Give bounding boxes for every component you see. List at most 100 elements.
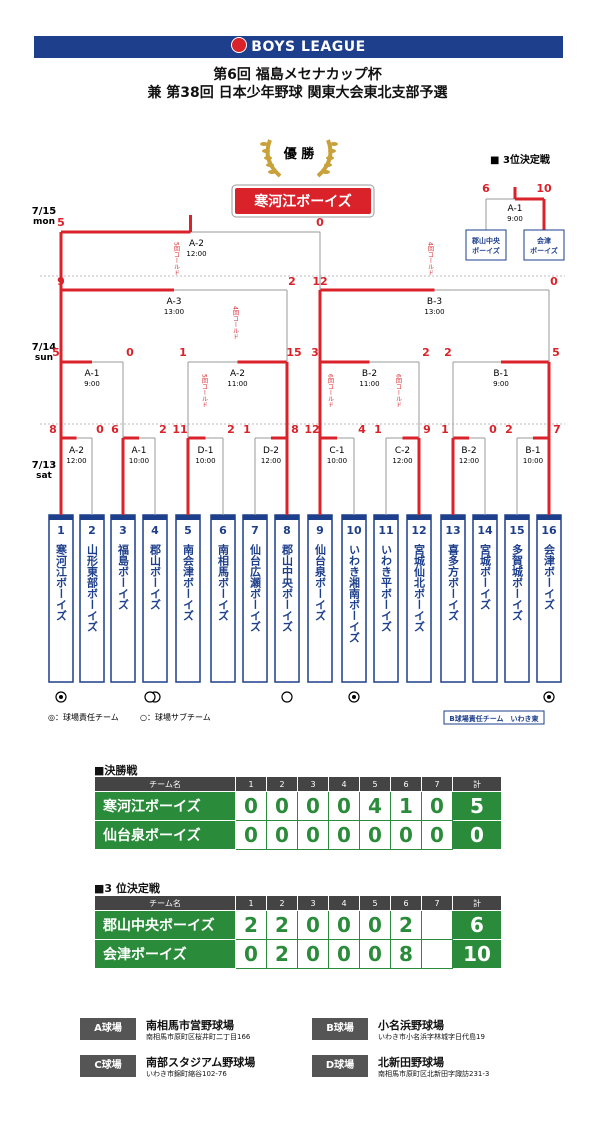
total-score: 10 bbox=[452, 939, 502, 969]
inning-score: 2 bbox=[390, 910, 422, 940]
venue-label: C球場 bbox=[80, 1055, 136, 1077]
header-inning: 6 bbox=[390, 895, 422, 911]
sub-team-icon bbox=[144, 691, 156, 703]
row-team: 寒河江ボーイズ bbox=[94, 791, 236, 821]
header-inning: 5 bbox=[359, 895, 391, 911]
row-team: 会津ボーイズ bbox=[94, 939, 236, 969]
game-time: 13:00 bbox=[164, 308, 184, 316]
score-left: 1 bbox=[441, 423, 449, 436]
game-time: 11:00 bbox=[359, 380, 379, 388]
team-number: 4 bbox=[151, 524, 159, 537]
game-code: A-3 bbox=[167, 297, 182, 307]
inning-score: 4 bbox=[359, 791, 391, 821]
team-name: 郡山ボーイズ bbox=[149, 544, 163, 610]
laurel-leaf-icon bbox=[268, 170, 276, 174]
tournament-bracket: 7/15mon7/14sun7/13sat1寒河江ボーイズ2山形東部ボーイズ3福… bbox=[32, 139, 565, 725]
inning-score: 0 bbox=[297, 791, 329, 821]
venue-address: いわき市小名浜字林城字日代島19 bbox=[378, 1033, 485, 1041]
venue-address: 南相馬市原町区桜井町二丁目166 bbox=[146, 1033, 251, 1041]
team-box bbox=[210, 514, 236, 683]
champion-box bbox=[233, 186, 373, 216]
team-number: 10 bbox=[346, 524, 362, 537]
game-time: 9:00 bbox=[84, 380, 100, 388]
game-time: 10:00 bbox=[129, 457, 149, 465]
venue-name: 小名浜野球場 bbox=[378, 1019, 444, 1032]
team-box bbox=[307, 514, 333, 683]
team-box-top bbox=[243, 515, 267, 520]
third-section-title: ■3 位決定戦 bbox=[94, 882, 160, 895]
game-code: A-2 bbox=[230, 369, 245, 379]
score-right: 0 bbox=[489, 423, 497, 436]
team-box-top bbox=[407, 515, 431, 520]
total-score: 6 bbox=[452, 910, 502, 940]
score-left: 6 bbox=[482, 182, 490, 195]
inning-score: 0 bbox=[359, 910, 391, 940]
row-team: 仙台泉ボーイズ bbox=[94, 820, 236, 850]
league-banner: BOYS LEAGUE bbox=[34, 36, 563, 58]
game-time: 12:00 bbox=[66, 457, 86, 465]
team-name: 仙台広瀬ボーイズ bbox=[249, 543, 262, 632]
team-box-top bbox=[211, 515, 235, 520]
team-box bbox=[48, 514, 74, 683]
score-right: 0 bbox=[96, 423, 104, 436]
final-section-title: ■決勝戦 bbox=[94, 764, 138, 777]
legend-b: B球場責任チーム いわき東 bbox=[449, 714, 539, 723]
header-inning: 5 bbox=[359, 776, 391, 792]
date-label: 7/15 bbox=[32, 206, 57, 217]
score-left: 12 bbox=[304, 423, 319, 436]
score-right: 9 bbox=[423, 423, 431, 436]
header-inning: 2 bbox=[266, 895, 298, 911]
inning-score: 0 bbox=[328, 939, 360, 969]
row-team: 郡山中央ボーイズ bbox=[94, 910, 236, 940]
inning-score: 0 bbox=[235, 820, 267, 850]
team-number: 14 bbox=[477, 524, 493, 537]
inning-score: 2 bbox=[235, 910, 267, 940]
header-inning: 4 bbox=[328, 895, 360, 911]
team-box-top bbox=[473, 515, 497, 520]
game-time: 12:00 bbox=[186, 250, 206, 258]
header-inning: 7 bbox=[421, 895, 453, 911]
game-code: B-2 bbox=[362, 369, 377, 379]
venue-name: 南相馬市営野球場 bbox=[146, 1019, 234, 1032]
laurel-leaf-icon bbox=[266, 163, 274, 167]
score-right: 8 bbox=[291, 423, 299, 436]
inning-score: 0 bbox=[421, 820, 453, 850]
score-left: 11 bbox=[172, 423, 187, 436]
team-box-top bbox=[49, 515, 73, 520]
champion-box-border bbox=[231, 184, 375, 218]
team-box bbox=[142, 514, 168, 683]
score-right: 5 bbox=[552, 346, 560, 359]
score-left: 8 bbox=[49, 423, 57, 436]
score-right: 7 bbox=[553, 423, 561, 436]
league-name: BOYS LEAGUE bbox=[251, 39, 366, 55]
score-left: 5 bbox=[57, 216, 65, 229]
team-number: 7 bbox=[251, 524, 259, 537]
venue-address: いわき市錦町縮谷102-76 bbox=[146, 1070, 227, 1078]
team-name: 寒河江ボーイズ bbox=[55, 543, 69, 621]
laurel-leaf-icon bbox=[326, 156, 334, 160]
team-name: 多賀城ボーイズ bbox=[511, 543, 525, 621]
team-name: いわき湘南ボーイズ bbox=[348, 544, 361, 643]
inning-score bbox=[421, 939, 453, 969]
inning-score: 0 bbox=[359, 820, 391, 850]
venue-address: 南相馬市原町区北新田字諏訪231-3 bbox=[378, 1070, 490, 1078]
page-title: 第6回 福島メセナカップ杯 bbox=[213, 67, 382, 83]
team-box-top bbox=[441, 515, 465, 520]
score-left: 1 bbox=[243, 423, 251, 436]
team-box-top bbox=[111, 515, 135, 520]
team-number: 16 bbox=[541, 524, 557, 537]
host-team-icon-inner bbox=[547, 695, 551, 699]
team-number: 8 bbox=[283, 524, 291, 537]
header-inning: 3 bbox=[297, 776, 329, 792]
score-left: 2 bbox=[444, 346, 452, 359]
score-right: 4 bbox=[358, 423, 366, 436]
sub-team-icon bbox=[281, 691, 293, 703]
date-label: 7/14 bbox=[32, 342, 57, 353]
header-inning: 4 bbox=[328, 776, 360, 792]
host-team-icon-inner bbox=[352, 695, 356, 699]
header-team: チーム名 bbox=[94, 895, 236, 911]
